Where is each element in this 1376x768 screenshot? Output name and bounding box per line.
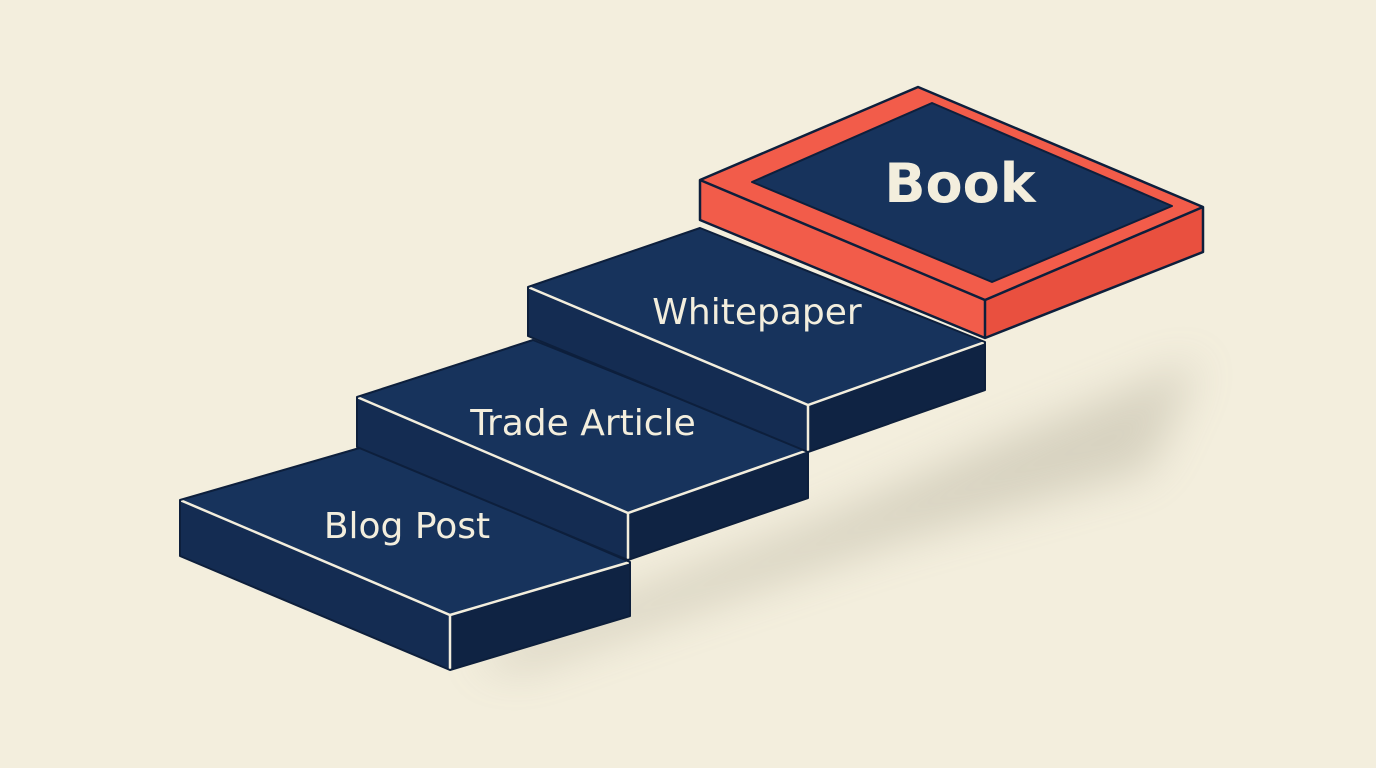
step-trade-article-label: Trade Article	[469, 403, 696, 444]
step-trade-article-side	[628, 450, 808, 560]
step-blog-post: Blog Post	[179, 446, 631, 671]
step-trade-article-front	[357, 397, 628, 560]
ground-shadow	[470, 360, 1200, 670]
step-book-label: Book	[884, 152, 1036, 215]
step-trade-article-top	[357, 340, 808, 513]
step-book: Book	[698, 85, 1205, 340]
step-book-top-inner	[752, 103, 1172, 282]
step-blog-post-label: Blog Post	[324, 506, 490, 547]
step-blog-post-front	[180, 500, 450, 670]
step-book-side	[985, 207, 1203, 338]
step-blog-post-side	[450, 562, 630, 670]
step-whitepaper-label: Whitepaper	[652, 292, 862, 333]
step-whitepaper-side	[808, 342, 985, 452]
step-whitepaper-front	[528, 287, 808, 452]
step-blog-post-top	[180, 447, 630, 615]
step-whitepaper: Whitepaper	[527, 227, 986, 453]
step-book-front	[700, 180, 985, 338]
step-trade-article: Trade Article	[356, 339, 809, 561]
step-whitepaper-top	[528, 228, 985, 405]
